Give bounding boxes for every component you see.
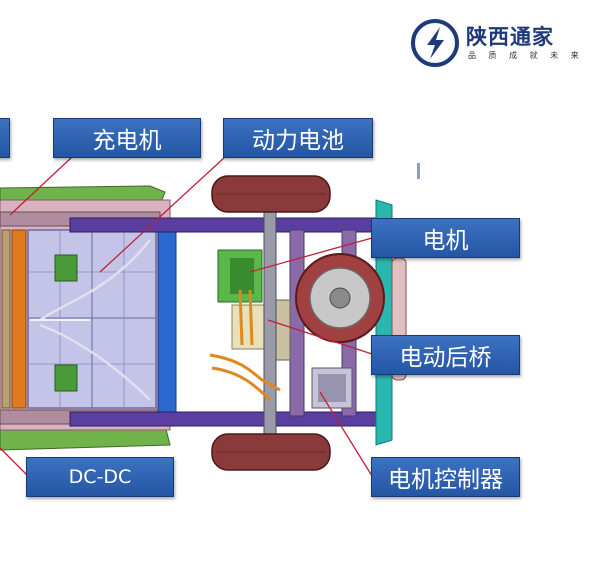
logo-mark-icon <box>411 19 459 67</box>
callout-motor-controller: 电机控制器 <box>371 457 520 497</box>
leader-battery <box>99 156 226 273</box>
callout-dcdc: DC-DC <box>26 457 174 497</box>
front-crossmember <box>11 229 27 409</box>
frame-rail-top <box>69 217 381 233</box>
battery-mount-top <box>54 254 78 282</box>
leader-dcdc <box>0 447 29 477</box>
battery-mount-bottom <box>54 364 78 392</box>
rear-axle <box>263 211 277 445</box>
middle-crossmember <box>157 229 177 417</box>
callout-rear-axle: 电动后桥 <box>371 335 520 375</box>
callout-charger: 充电机 <box>53 118 201 158</box>
leader-charger <box>9 156 73 216</box>
leader-motor <box>249 237 373 273</box>
leader-controller <box>319 391 373 477</box>
callout-battery: 动力电池 <box>223 118 373 158</box>
callout-partial-left <box>0 118 10 158</box>
company-logo: 陕西通家 品 质 成 就 未 来 <box>408 18 588 68</box>
leader-rear-axle <box>267 319 373 355</box>
logo-name: 陕西通家 <box>466 25 554 49</box>
callout-motor: 电机 <box>371 218 520 258</box>
logo-tagline: 品 质 成 就 未 来 <box>468 51 584 60</box>
